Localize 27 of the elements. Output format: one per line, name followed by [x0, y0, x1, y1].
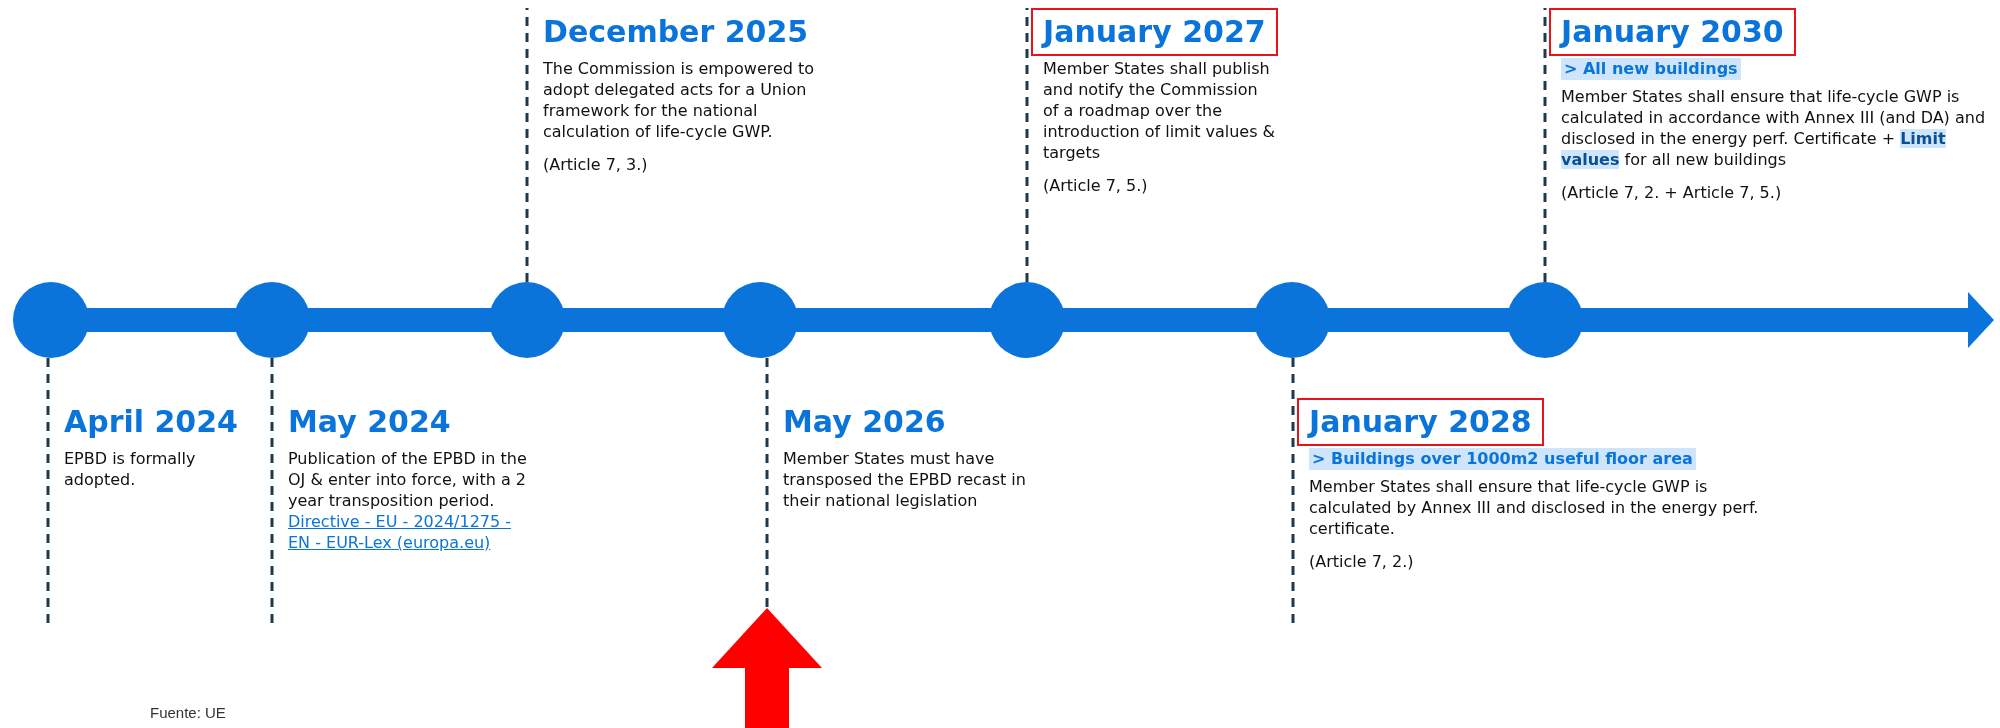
description-text: Publication of the EPBD in the OJ & enter into force, with a 2 year transposition period. [288, 448, 528, 511]
dashed-leader-line [765, 358, 769, 608]
dashed-leader-line [1543, 8, 1547, 282]
description-text: Member States shall ensure that life-cycle GWP is calculated by Annex III and disclosed in the energy perf. certificate. [1309, 476, 1760, 539]
date-heading: December 2025 [542, 13, 810, 51]
link: Directive - EU - 2024/1275 - EN - EUR-Lex (europa.eu) [288, 511, 513, 553]
dashed-leader-line [46, 358, 50, 625]
scope-tag: > Buildings over 1000m2 useful floor area [1309, 448, 1696, 470]
date-heading: May 2024 [287, 403, 452, 441]
article-reference: (Article 7, 5.) [1043, 175, 1149, 196]
description-text: Member States must have transposed the EPBD recast in their national legislation [783, 448, 1027, 511]
source-note: Fuente: UE [150, 704, 226, 721]
article-reference: (Article 7, 2.) [1309, 551, 1415, 572]
pointer-arrow [712, 608, 822, 728]
description-text: The Commission is empowered to adopt delegated acts for a Union framework for the national calculation of life-cycle GWP. [543, 58, 816, 142]
article-reference: (Article 7, 3.) [543, 154, 649, 175]
dashed-leader-line [525, 8, 529, 282]
description-text: EPBD is formally adopted. [64, 448, 197, 490]
article-reference: (Article 7, 2. + Article 7, 5.) [1561, 182, 1783, 203]
date-heading: April 2024 [63, 403, 239, 441]
dashed-leader-line [1291, 358, 1295, 625]
description-text: Member States shall publish and notify the Commission of a roadmap over the introduction of limit values & targets [1043, 58, 1277, 163]
dashed-leader-line [270, 358, 274, 625]
date-heading: May 2026 [782, 403, 947, 441]
description-text: Member States shall ensure that life-cycle GWP is calculated in accordance with Annex III (and DA) and disclosed in the energy perf. Certificate + Limit values for all new buildings [1561, 86, 1987, 170]
dashed-leader-line [1025, 8, 1029, 282]
scope-tag: > All new buildings [1561, 58, 1741, 80]
